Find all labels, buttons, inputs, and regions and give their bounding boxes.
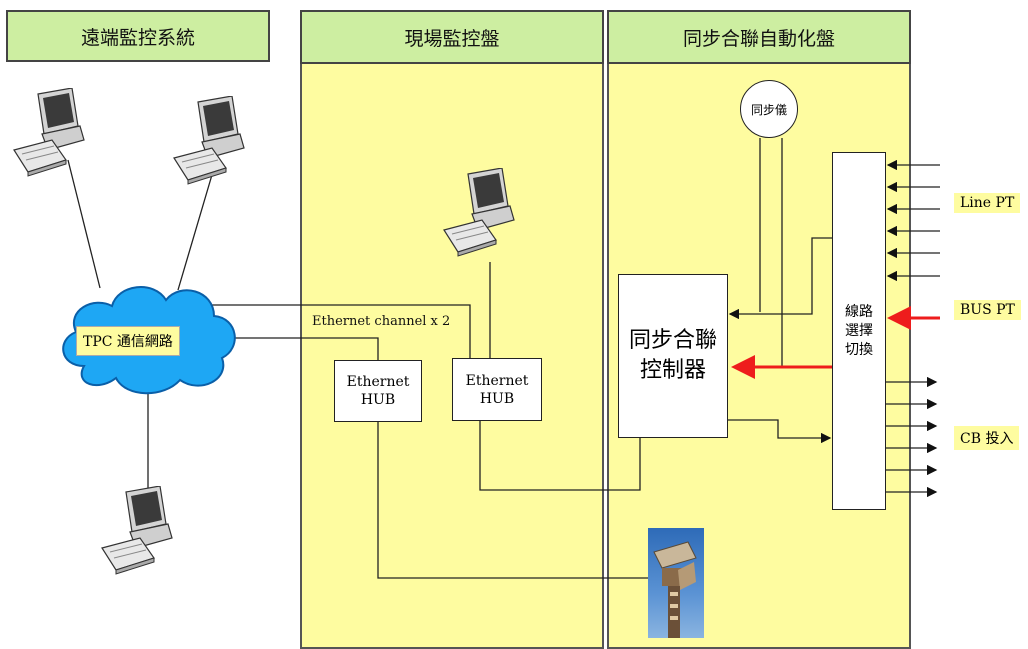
hub1-line1: Ethernet bbox=[346, 374, 410, 390]
bus-pt-label: BUS PT bbox=[954, 300, 1021, 320]
header-field-label: 現場監控盤 bbox=[404, 27, 500, 50]
selector-line3: 切換 bbox=[845, 341, 873, 358]
sync-controller: 同步合聯 控制器 bbox=[618, 274, 728, 438]
sync-meter-label: 同步儀 bbox=[750, 102, 787, 117]
header-sync-label: 同步合聯自動化盤 bbox=[682, 27, 835, 50]
controller-line2: 控制器 bbox=[639, 358, 706, 383]
selector-line2: 選擇 bbox=[845, 322, 873, 339]
sync-meter: 同步儀 bbox=[740, 80, 798, 138]
network-label-text: TPC 通信網路 bbox=[83, 334, 173, 350]
hub2-line2: HUB bbox=[479, 390, 515, 407]
network-label: TPC 通信網路 bbox=[76, 326, 180, 356]
header-remote-label: 遠端監控系統 bbox=[80, 26, 195, 49]
ethernet-channel-label: Ethernet channel x 2 bbox=[312, 314, 450, 329]
hub1-line2: HUB bbox=[360, 392, 396, 408]
controller-line1: 同步合聯 bbox=[628, 328, 717, 353]
computer-icon bbox=[168, 95, 258, 192]
ethernet-hub-2: Ethernet HUB bbox=[452, 358, 542, 421]
header-field-monitoring: 現場監控盤 bbox=[300, 10, 604, 64]
camera-image bbox=[648, 528, 704, 638]
line-pt-text: Line PT bbox=[960, 195, 1015, 211]
header-sync-automation: 同步合聯自動化盤 bbox=[607, 10, 911, 64]
line-selector: 線路 選擇 切換 bbox=[832, 152, 886, 510]
selector-line1: 線路 bbox=[845, 303, 873, 320]
ethernet-hub-1: Ethernet HUB bbox=[334, 360, 422, 422]
cb-text: CB 投入 bbox=[960, 431, 1014, 447]
hub2-line1: Ethernet bbox=[465, 372, 529, 389]
ethernet-channel-text: Ethernet channel x 2 bbox=[312, 314, 451, 329]
computer-icon bbox=[438, 167, 528, 264]
computer-icon bbox=[8, 87, 98, 184]
cb-label: CB 投入 bbox=[954, 426, 1020, 450]
bus-pt-text: BUS PT bbox=[960, 302, 1015, 318]
panel-field-monitoring bbox=[300, 10, 604, 649]
computer-icon bbox=[96, 485, 186, 582]
header-remote-monitoring: 遠端監控系統 bbox=[6, 10, 270, 62]
line-pt-label: Line PT bbox=[954, 193, 1021, 213]
